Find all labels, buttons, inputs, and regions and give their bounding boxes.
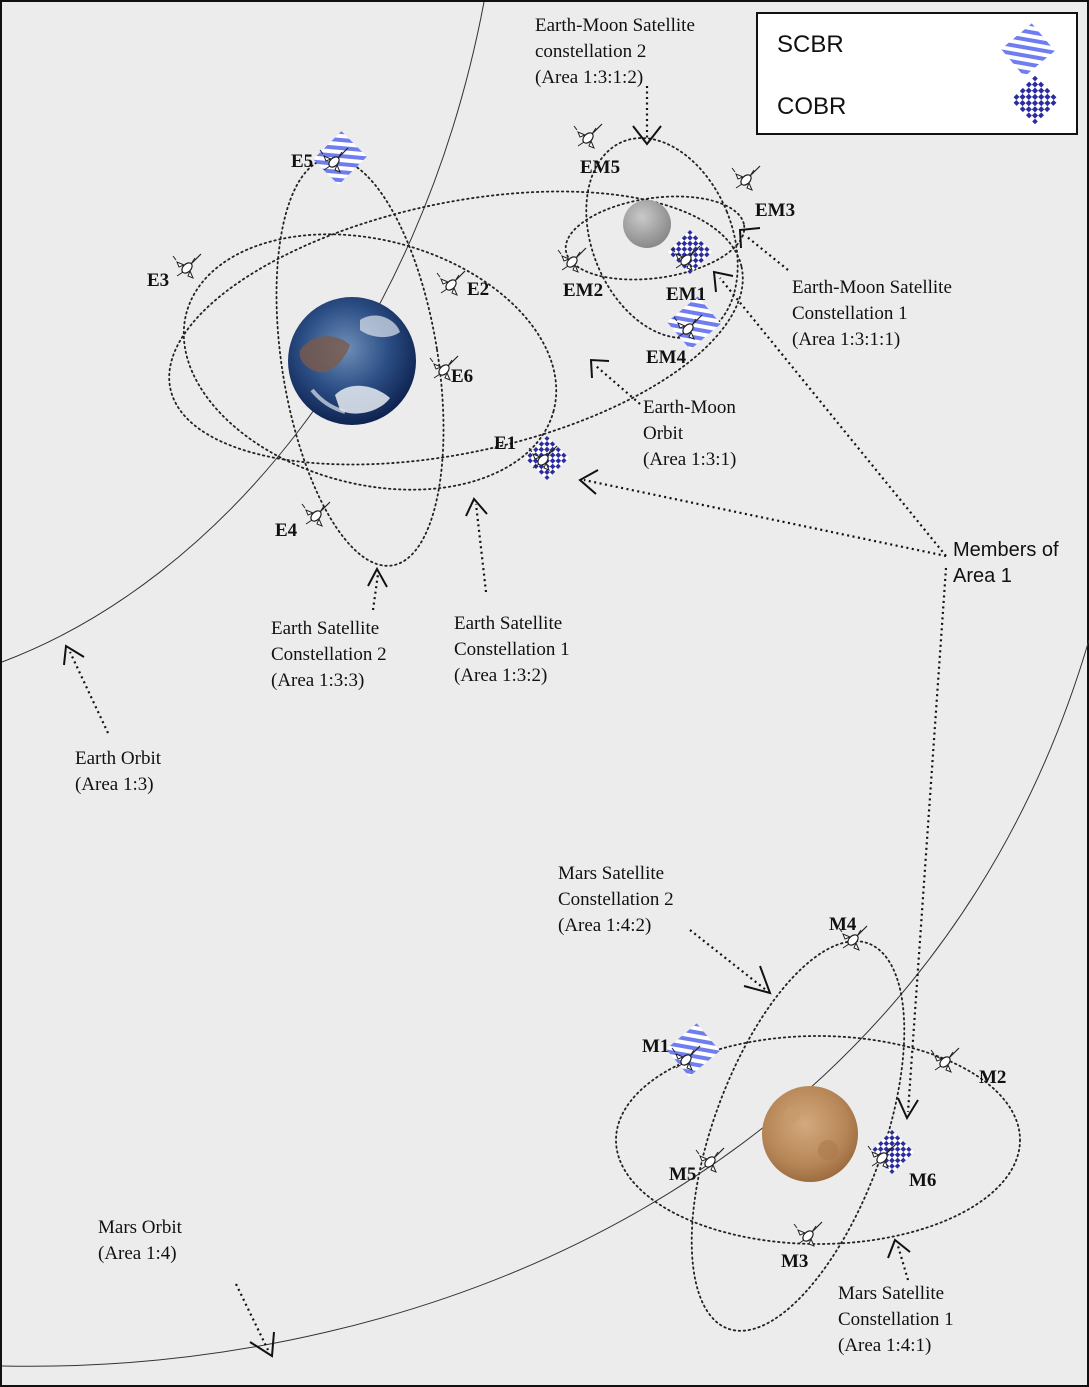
- sat-label-em5: EM5: [580, 157, 620, 178]
- label-em-orbit: Earth-Moon Orbit (Area 1:3:1): [643, 397, 741, 470]
- sat-label-m6: M6: [909, 1170, 936, 1191]
- sat-label-e5: E5: [291, 151, 313, 172]
- mars-sat-orbit-1: [615, 1035, 1021, 1245]
- sat-label-em3: EM3: [755, 200, 795, 221]
- label-e-const1: Earth Satellite Constellation 1 (Area 1:…: [454, 613, 574, 686]
- sat-label-e6: E6: [451, 366, 473, 387]
- earth-sat-orbit-2: [275, 157, 445, 567]
- sat-label-m5: M5: [669, 1164, 696, 1185]
- label-members-area1: Members of Area 1: [953, 539, 1064, 587]
- sat-label-e4: E4: [275, 520, 298, 541]
- legend-cobr-label: COBR: [777, 93, 846, 120]
- mars-sat-orbit-2: [690, 940, 906, 1332]
- legend: SCBR COBR: [756, 12, 1078, 135]
- label-m-const1: Mars Satellite Constellation 1 (Area 1:4…: [838, 1283, 958, 1356]
- label-mars-orbit: Mars Orbit (Area 1:4): [98, 1217, 187, 1264]
- em-sat-orbit-1: [564, 195, 746, 281]
- label-earth-orbit: Earth Orbit (Area 1:3): [75, 748, 166, 795]
- sat-label-e2: E2: [467, 279, 489, 300]
- sat-label-em2: EM2: [563, 280, 603, 301]
- mars-icon: [762, 1086, 858, 1182]
- sat-label-em4: EM4: [646, 347, 687, 368]
- label-em-const1: Earth-Moon Satellite Constellation 1 (Ar…: [792, 277, 957, 350]
- earth-sat-orbit-1: [182, 233, 558, 491]
- mars-orbit-path: [1, 639, 1089, 1367]
- sat-label-m3: M3: [781, 1251, 808, 1272]
- earth-icon: [288, 297, 416, 425]
- sat-label-em1: EM1: [666, 284, 706, 305]
- sat-label-e3: E3: [147, 270, 169, 291]
- moon-icon: [623, 200, 671, 248]
- sat-label-m2: M2: [979, 1067, 1006, 1088]
- earth-moon-orbit: [168, 190, 744, 466]
- sat-label-m1: M1: [642, 1036, 669, 1057]
- label-m-const2: Mars Satellite Constellation 2 (Area 1:4…: [558, 863, 678, 936]
- earth-orbit-path: [1, 1, 485, 663]
- em-sat-orbit-2: [585, 137, 739, 339]
- label-em-const2: Earth-Moon Satellite constellation 2 (Ar…: [535, 15, 700, 88]
- legend-scbr-label: SCBR: [777, 31, 844, 58]
- sat-label-e1: E1: [494, 433, 516, 454]
- sat-label-m4: M4: [829, 914, 857, 935]
- label-e-const2: Earth Satellite Constellation 2 (Area 1:…: [271, 618, 391, 691]
- pointers: [63, 86, 948, 1358]
